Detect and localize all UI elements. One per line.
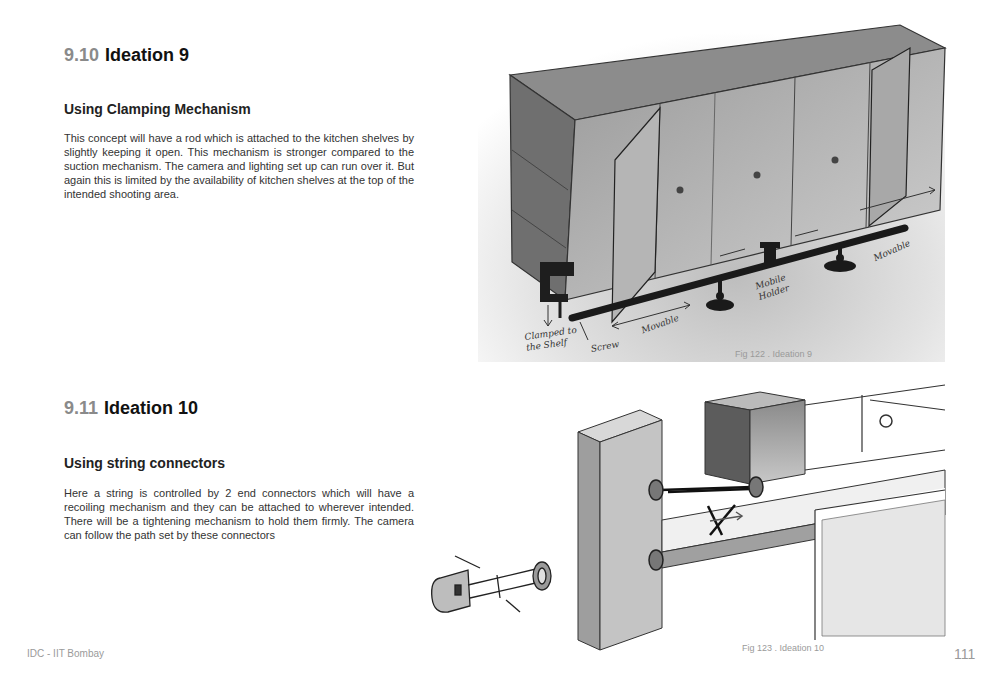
body-text: This concept will have a rod which is at…: [64, 131, 414, 201]
page-number: 111: [954, 646, 975, 662]
sketch-annotation: Mobile Holder: [754, 269, 801, 303]
section-title: Ideation 10: [104, 398, 198, 419]
string-sketch: [432, 385, 945, 650]
clamp-sketch: [478, 15, 945, 362]
figure-caption: Fig 123 . Ideation 10: [742, 643, 824, 653]
subheading: Using string connectors: [64, 455, 225, 471]
figure-caption: Fig 122 . Ideation 9: [735, 349, 812, 359]
sketch-annotation: Movable: [872, 238, 912, 264]
sketch-annotation: Movable: [640, 313, 680, 337]
footer-text: IDC - IIT Bombay: [27, 648, 104, 659]
section-number: 9.10: [64, 45, 99, 66]
subheading: Using Clamping Mechanism: [64, 101, 251, 117]
section-number: 9.11: [64, 398, 98, 419]
body-text: Here a string is controlled by 2 end con…: [64, 486, 414, 542]
section-title: Ideation 9: [105, 45, 189, 66]
sketch-annotation: Clamped to the Shelf: [524, 323, 588, 353]
sketch-annotation: Screw: [590, 339, 620, 355]
